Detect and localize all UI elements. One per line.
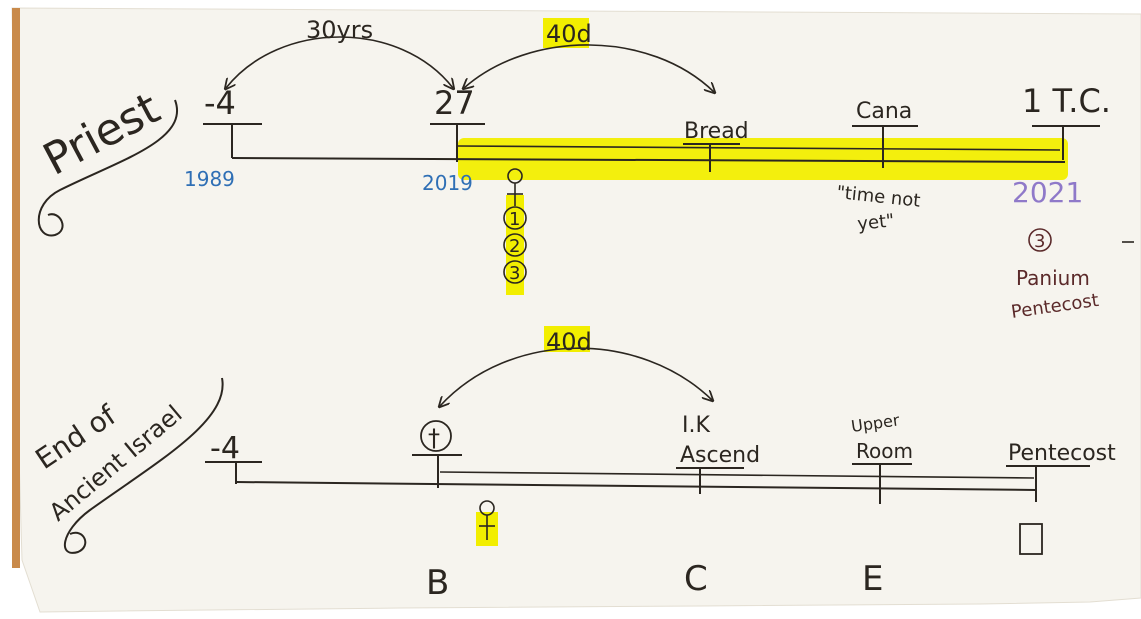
marker-pentecost: Pentecost	[1008, 441, 1116, 466]
side-circle	[1028, 228, 1052, 252]
arc-40d-priest	[464, 44, 714, 92]
israel-timeline-line	[235, 481, 1037, 491]
letter-e: E	[862, 559, 883, 599]
circled-2: 2	[509, 236, 520, 257]
marker-neg4-israel: -4	[210, 431, 240, 466]
marker-room: Room	[856, 439, 913, 463]
paper-sheet	[11, 7, 1141, 613]
arc-40d-label-priest: 40d	[546, 20, 592, 48]
marker-cross: †	[428, 424, 440, 452]
marker-ascend: Ascend	[680, 443, 760, 468]
person-figure-priest	[507, 168, 523, 206]
circled-3: 3	[509, 263, 520, 284]
marker-ik: I.K	[682, 413, 710, 438]
highlight-40d-top	[543, 18, 589, 48]
arc-30yrs-label: 30yrs	[306, 16, 373, 44]
israel-heading-swirl	[63, 377, 224, 554]
year-2019: 2019	[422, 171, 473, 195]
year-1989: 1989	[184, 167, 235, 191]
left-edge-strip	[12, 8, 20, 568]
marker-27: 27	[434, 84, 475, 122]
note-yet: yet"	[856, 210, 895, 235]
box-under-pentecost	[1019, 523, 1043, 555]
arc-30yrs	[226, 36, 453, 88]
priest-timeline-line-2	[457, 145, 1061, 151]
side-panium: Panium	[1016, 266, 1090, 290]
side-num: 3	[1034, 231, 1045, 252]
highlight-circles	[506, 195, 524, 295]
year-2021: 2021	[1012, 176, 1083, 209]
arc-40d-israel	[440, 347, 712, 406]
priest-ticks	[203, 123, 1100, 172]
circled-1: 1	[509, 209, 520, 230]
israel-timeline-line-2	[439, 471, 1035, 479]
marker-neg4-priest: -4	[204, 84, 236, 122]
letter-c: C	[684, 559, 708, 599]
letter-b: B	[426, 563, 449, 603]
person-figure-israel	[479, 500, 495, 540]
priest-heading-swirl	[37, 99, 178, 237]
circled-numbers	[503, 206, 527, 284]
israel-ticks	[205, 454, 1090, 504]
marker-bread: Bread	[684, 119, 749, 144]
arc-40d-label-israel: 40d	[546, 328, 592, 356]
marker-cana: Cana	[856, 99, 912, 124]
priest-timeline-line	[231, 157, 1066, 163]
marker-1tc: 1 T.C.	[1022, 82, 1111, 120]
cross-circle	[420, 420, 452, 452]
